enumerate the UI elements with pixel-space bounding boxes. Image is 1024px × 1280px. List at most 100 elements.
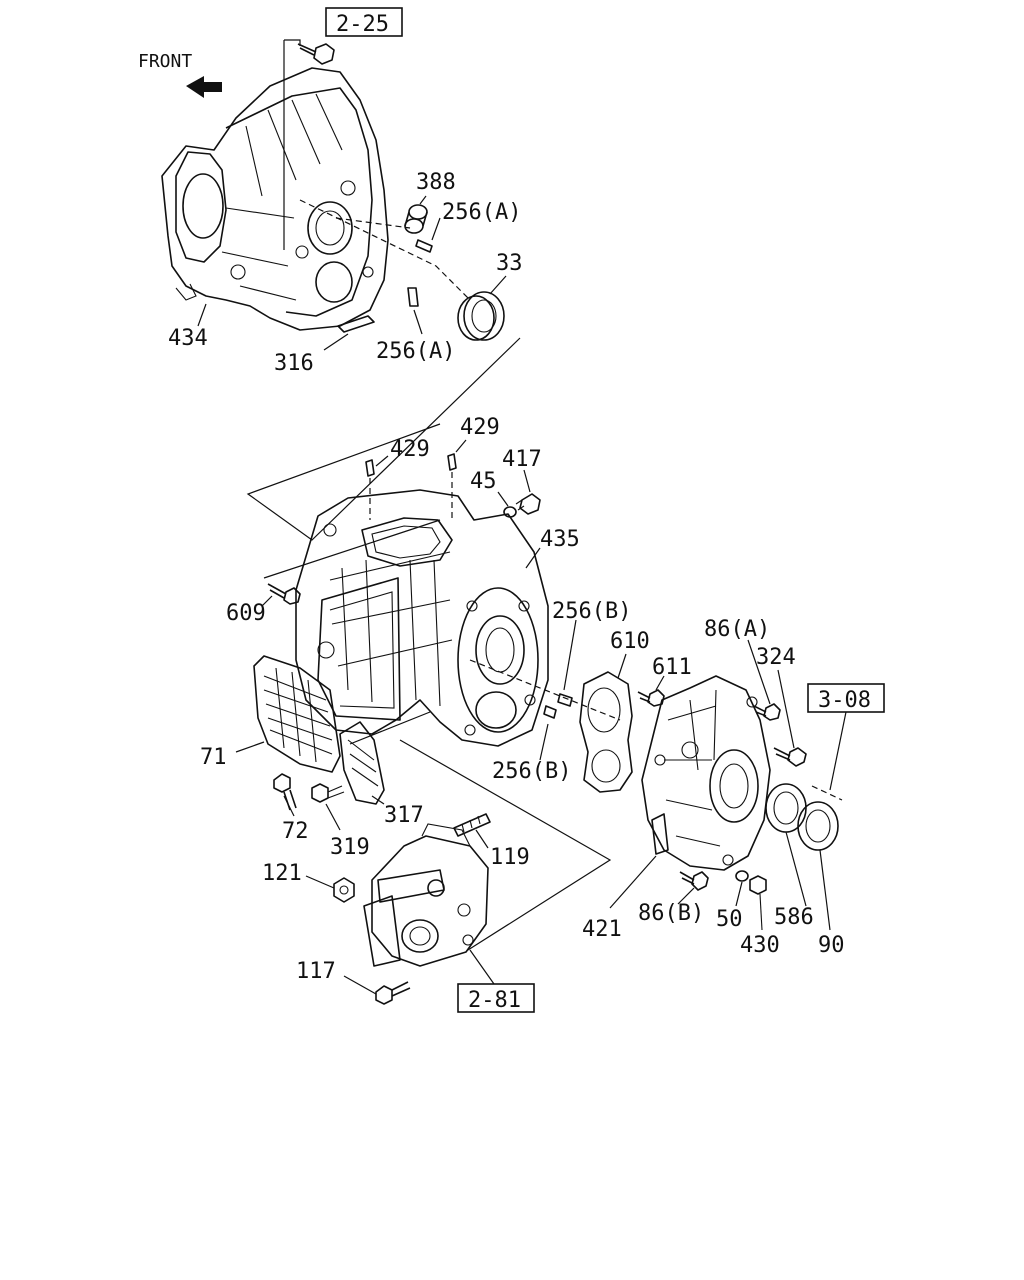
dowel-pin-icon [407,287,419,307]
side-cover-71 [253,655,341,773]
reference-2-25[interactable]: 2-25 [325,7,403,37]
centerline [811,785,843,801]
bolt-117-icon [375,981,411,1005]
leader-line [469,949,495,985]
leader-line [777,669,795,749]
bolt-609-icon [267,583,301,605]
callout-86a: 86(A) [704,617,770,642]
centerline [299,199,471,301]
leader-line [677,887,695,905]
callout-256a-top: 256(A) [442,200,521,225]
callout-434: 434 [168,326,208,351]
callout-429-left: 429 [390,437,430,462]
callout-324: 324 [756,645,796,670]
callout-609: 609 [226,601,266,626]
reference-2-81[interactable]: 2-81 [457,983,535,1013]
bolt-324-icon [773,747,807,767]
reference-box [807,683,885,713]
leader-line [735,881,743,907]
bolt-611-icon [637,689,665,707]
leader-line [197,303,207,327]
sleeve-388 [404,204,428,234]
leader-line [747,639,771,705]
leader-line [539,723,549,761]
shift-block-assembly [363,823,489,967]
plate-316 [337,315,375,333]
assembly-boundary-line [399,739,612,951]
reference-label: 2-81 [468,988,521,1013]
callout-256a-bottom: 256(A) [376,339,455,364]
callout-430: 430 [740,933,780,958]
callout-317: 317 [384,803,424,828]
callout-256b-top: 256(B) [552,599,631,624]
bolt-72-icon [273,773,297,811]
leader-line [525,547,541,569]
callout-611: 611 [652,655,692,680]
leader-line [325,803,341,831]
leader-line [305,875,335,889]
callout-316: 316 [274,351,314,376]
dowel-pin-icon [415,239,433,253]
drain-plug-430-icon [749,875,767,931]
cover-plate-317 [339,721,385,805]
reference-label: 2-25 [336,12,389,37]
pin-429-right [447,453,457,471]
leader-line [235,741,265,753]
oil-seal-90 [797,801,839,851]
bolt-86b-icon [679,871,709,891]
dowel-pin-icon [543,705,557,719]
leader-line [419,195,427,205]
leader-line [475,829,489,849]
leader-line [261,595,273,607]
bolt-icon [297,43,335,65]
drain-plug-417 [515,493,541,515]
callout-610: 610 [610,629,650,654]
leader-line [497,491,509,507]
callout-121: 121 [262,861,302,886]
pin-429-left [365,459,375,477]
leader-line [489,275,507,295]
leader-line [819,849,831,931]
leader-line [523,469,531,493]
leader-line [375,455,389,467]
rear-cover-421 [641,675,771,871]
stud-119-icon [453,813,491,837]
assembly-boundary-line [349,711,431,745]
leader-line [413,309,423,335]
front-arrow-icon [186,76,222,98]
leader-line [829,711,847,791]
dowel-pin-icon [557,693,573,707]
leader-line [343,975,377,995]
nut-121-icon [333,877,355,903]
leader-line [455,439,467,453]
leader-line [655,675,665,691]
callout-319: 319 [330,835,370,860]
callout-86b: 86(B) [638,901,704,926]
assembly-boundary-line [263,519,441,579]
bell-housing-434 [161,67,389,331]
leader-line [283,39,301,60]
callout-586: 586 [774,905,814,930]
reference-box [325,7,403,37]
callout-421: 421 [582,917,622,942]
callout-45: 45 [470,469,497,494]
oil-seal-33 [457,291,505,341]
callout-90: 90 [818,933,845,958]
reference-3-08[interactable]: 3-08 [807,683,885,713]
gasket-610 [579,671,633,793]
centerline [469,659,621,721]
callout-417: 417 [502,447,542,472]
front-orientation-indicator: FRONT [138,51,222,98]
transmission-case-435 [295,489,549,747]
leader-line [431,217,441,241]
leader-line [617,653,627,679]
leader-line [609,855,657,909]
front-label: FRONT [138,51,192,72]
bolt-86a-icon [753,703,781,721]
callout-117: 117 [296,959,336,984]
o-ring-45 [503,506,517,518]
centerline [369,472,453,520]
centerline [335,217,411,229]
leader-line [785,831,807,907]
callout-labels: 388 256(A) 33 434 316 256(A) 429 429 417… [168,170,845,984]
